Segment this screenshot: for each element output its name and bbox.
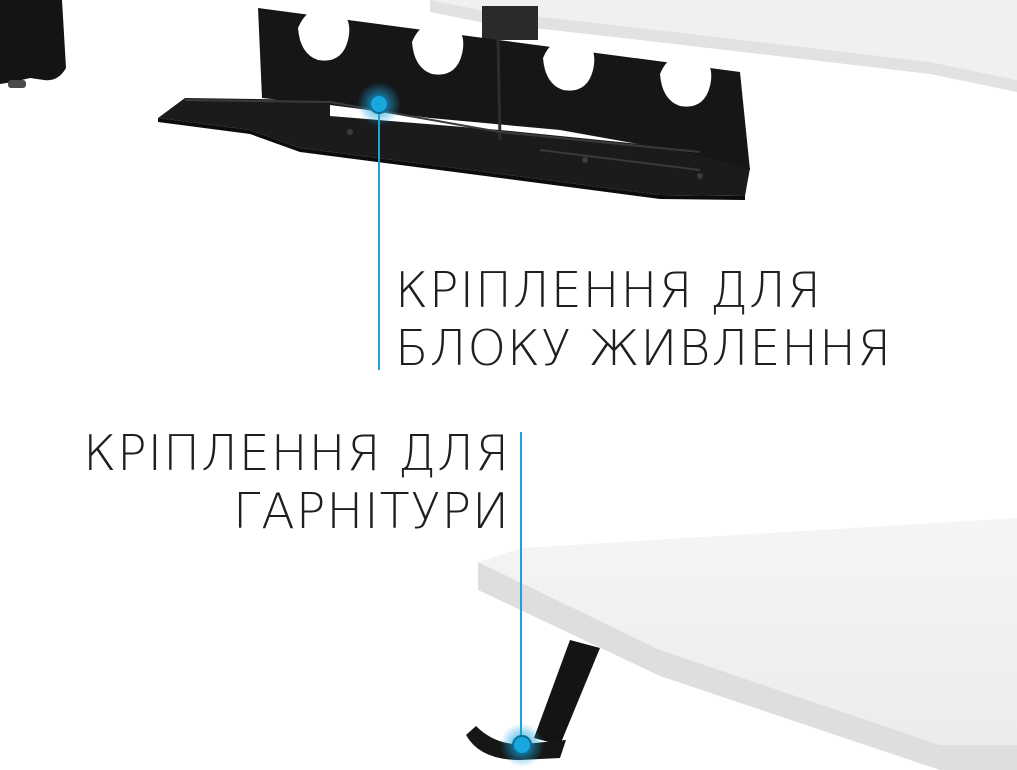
psu-callout-marker xyxy=(357,82,401,370)
desk-leg xyxy=(0,0,66,88)
psu-mount-label-line1: КРІПЛЕННЯ ДЛЯ xyxy=(395,262,822,319)
headset-mount-label: КРІПЛЕННЯ ДЛЯ ГАРНІТУРИ xyxy=(83,425,510,541)
headset-mount-label-line1: КРІПЛЕННЯ ДЛЯ xyxy=(83,425,510,482)
desk-top-upper xyxy=(430,0,1017,92)
headset-mount-label-line2: ГАРНІТУРИ xyxy=(233,483,510,540)
headset-callout-marker xyxy=(500,432,544,767)
psu-mount-label: КРІПЛЕННЯ ДЛЯ БЛОКУ ЖИВЛЕННЯ xyxy=(395,262,892,378)
desk-top-lower xyxy=(478,518,1017,770)
cable-tray xyxy=(158,6,750,200)
tray-mount-stem xyxy=(482,6,538,40)
psu-mount-label-line2: БЛОКУ ЖИВЛЕННЯ xyxy=(395,320,893,377)
